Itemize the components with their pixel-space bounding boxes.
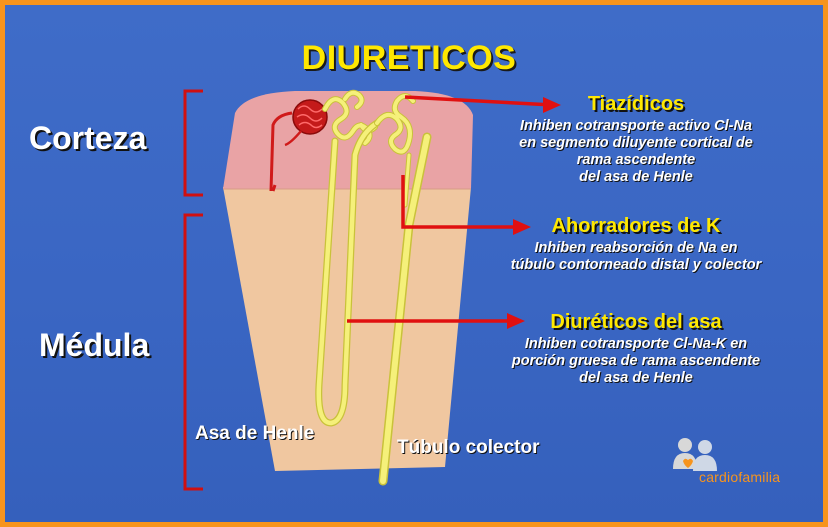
callout-tiazidicos-text: Inhiben cotransporte activo Cl-Na en seg… <box>519 118 753 185</box>
medulla-bracket <box>183 213 203 491</box>
arrow-ahorradores <box>401 175 525 232</box>
callout-tiazidicos-heading: Tiazídicos <box>587 93 685 115</box>
kidney-diagram <box>183 89 561 491</box>
callout-asa-heading: Diuréticos del asa <box>550 311 722 333</box>
medulla-label: Médula <box>39 327 150 363</box>
logo-text: cardiofamilia <box>699 469 781 485</box>
cortex-label: Corteza <box>29 120 147 156</box>
distal-tubule <box>374 93 416 155</box>
loop-of-henle-label: Asa de Henle <box>195 423 315 444</box>
loop-of-henle <box>315 119 381 427</box>
arrowheads-big <box>507 97 561 329</box>
callout-ahorradores-heading: Ahorradores de K <box>551 215 721 237</box>
callout-asa-text: Inhiben cotransporte Cl-Na-K en porción … <box>511 336 761 386</box>
cardiofamilia-logo: cardiofamilia <box>665 435 815 495</box>
diagram-title: DIURETICOS <box>301 39 517 77</box>
collecting-duct <box>378 132 432 486</box>
callout-asa: Diuréticos del asa Inhiben cotransporte … <box>471 311 801 387</box>
diagram-slide: DIURETICOS Corteza Médula Asa de Henle T… <box>5 5 823 522</box>
callout-tiazidicos: Tiazídicos Inhiben cotransporte activo C… <box>481 93 791 186</box>
callout-ahorradores: Ahorradores de K Inhiben reabsorción de … <box>471 215 801 274</box>
glomerulus <box>269 99 328 192</box>
arrow-tiazidicos <box>404 95 555 110</box>
collecting-duct-label: Túbulo colector <box>397 437 540 458</box>
callout-ahorradores-text: Inhiben reabsorción de Na en túbulo cont… <box>510 240 762 273</box>
cortex-bracket <box>183 89 203 197</box>
family-icon <box>673 438 717 471</box>
